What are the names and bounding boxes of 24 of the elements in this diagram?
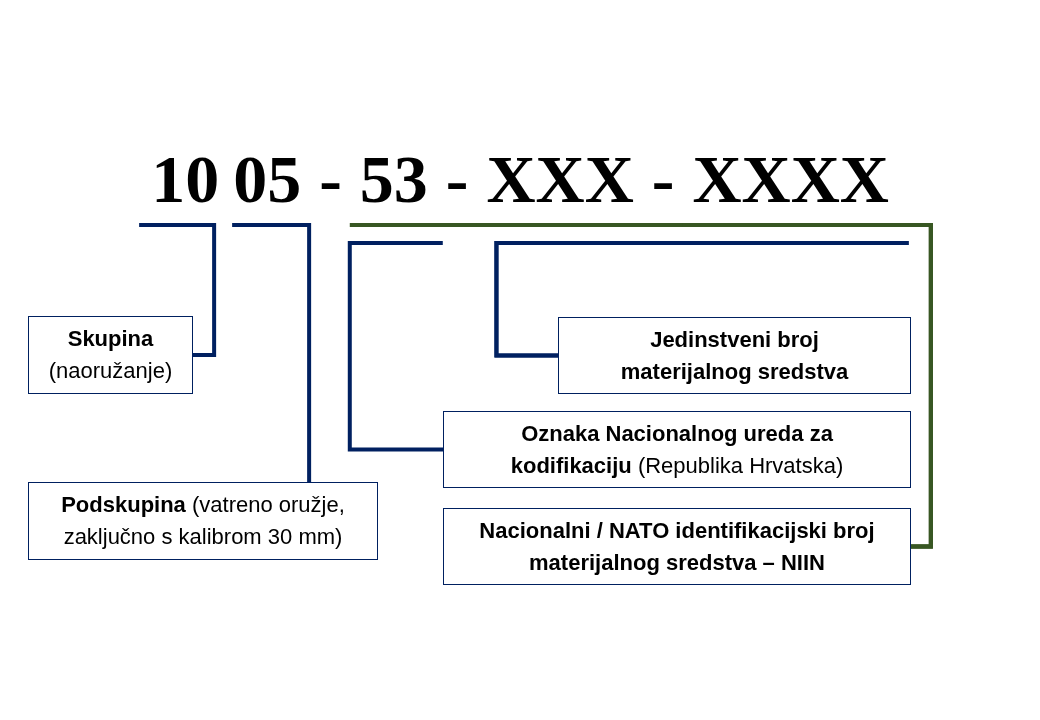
description-text: Nacionalni / NATO identifikacijski broj materijalnog sredstva – NIIN bbox=[478, 516, 876, 577]
code-label: XXX bbox=[486, 145, 634, 213]
description-box bbox=[28, 316, 193, 394]
description-text: Oznaka Nacionalnog ureda za kodifikaciju (Republika Hrvatska) bbox=[509, 419, 845, 480]
description-heading: Skupina bbox=[67, 325, 154, 354]
code-label: XXXX bbox=[692, 145, 889, 213]
separator-hyphen: - bbox=[445, 145, 469, 213]
separator-hyphen: - bbox=[651, 145, 675, 213]
description-box bbox=[558, 317, 911, 394]
description-note: (naoružanje) bbox=[48, 357, 173, 385]
code-label: 10 bbox=[151, 145, 220, 213]
code-label: 53 bbox=[359, 145, 428, 213]
leader-line bbox=[494, 241, 909, 358]
leader-line bbox=[682, 223, 933, 549]
code-label: 05 bbox=[233, 145, 302, 213]
leader-line bbox=[232, 223, 312, 482]
description-box bbox=[28, 482, 378, 560]
description-box bbox=[443, 411, 911, 488]
leader-line bbox=[347, 241, 443, 452]
description-text: Jedinstveni broj materijalnog sredstva bbox=[619, 325, 850, 386]
description-box bbox=[443, 508, 911, 585]
separator-hyphen: - bbox=[319, 145, 342, 213]
leader-line bbox=[139, 223, 217, 357]
description-text: Podskupina (vatreno oružje, zaključno s kalibrom 30 mm) bbox=[60, 491, 346, 551]
